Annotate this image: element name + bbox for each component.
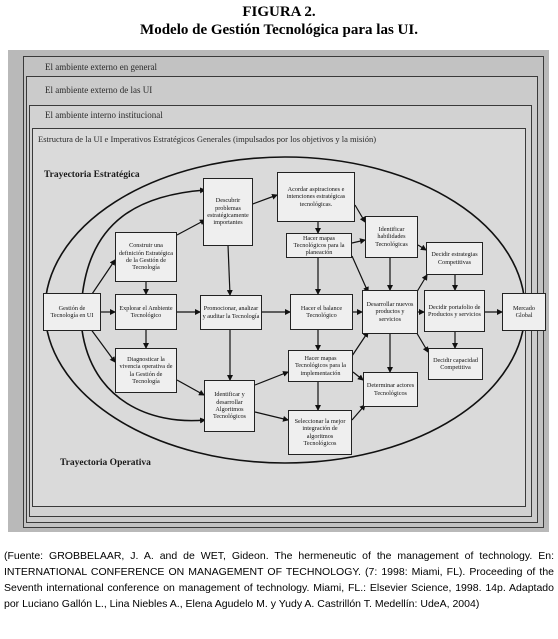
box-decidir-estrategias: Decidir estrategias Competitivas [426,242,483,275]
box-seleccionar: Seleccionar la mejor integración de algo… [288,410,352,455]
env-external-ui-label: El ambiente externo de las UI [45,85,153,95]
arrow-algoritmos-mapasimpl [254,371,289,386]
source-citation: (Fuente: GROBBELAAR, J. A. and de WET, G… [4,550,554,610]
arrow-gestion-construir [89,259,116,298]
flow-gestion-strategic [81,187,206,299]
env-internal-label: El ambiente interno institucional [45,110,163,120]
box-decidir-capacidad: Decidir capacidad Competitiva [428,348,483,380]
arrow-mapasplan-identificar [351,238,366,245]
box-algoritmos: Identificar y desarrollar Algoritmos Tec… [204,380,255,432]
trajectory-operative-label: Trayectoria Operativa [60,458,151,468]
arrow-diagnosticar-algoritmos [176,379,205,396]
arrow-seleccionar-actores [351,404,366,421]
env-general-label: El ambiente externo en general [45,62,157,72]
box-acordar: Acordar aspiraciones e intenciones estra… [277,172,355,222]
box-descubrir: Descubrir problemas estratégicamente imp… [203,178,253,246]
box-balance: Hacer el balance Tecnológico [290,294,353,330]
env-structure-label: Estructura de la UI e Imperativos Estrat… [38,134,377,144]
figure-number: FIGURA 2. [242,4,316,20]
arrow-mapasimpl-desarrollar [351,331,369,357]
box-mapas-impl: Hacer mapas Tecnológicos para la impleme… [288,350,353,382]
arrow-algoritmos-seleccionar [254,411,289,422]
box-explorar: Explorar el Ambiente Tecnológico [115,294,177,330]
box-portafolio: Decidir portafolio de Productos y servic… [424,290,485,332]
arrow-acordar-identificar [354,204,366,223]
arrow-mapasimpl-actores [352,371,364,381]
box-promocionar: Promocionar, analizar y auditar la Tecno… [200,295,262,330]
box-diagnosticar: Diagnosticar la vivencia operativa de la… [115,348,177,393]
box-gestion: Gestión de Tecnología en UI [43,293,101,331]
arrow-descubrir-acordar [249,193,278,206]
arrow-construir-descubrir [176,219,206,236]
box-identificar-hab: Identificar habilidades Tecnológicas [365,216,418,258]
arrow-descubrir-promocionar [226,244,233,296]
arrow-gestion-diagnosticar [89,327,116,363]
figure-title: Modelo de Gestión Tecnológica para las U… [140,22,418,38]
box-mercado: Mercado Global [502,293,546,331]
box-construir: Construir una definición Estratégica de … [115,232,177,282]
box-actores: Determinar actores Tecnológicos [363,372,418,407]
box-mapas-plan: Hacer mapas Tecnológicos para la planeac… [286,233,352,258]
trajectory-strategic-label: Trayectoria Estratégica [44,170,140,180]
flow-gestion-operative [81,329,206,424]
box-desarrollar: Desarrollar nuevos productos y servicios [362,290,418,334]
arrow-mapasplan-desarrollar [351,255,369,293]
arrow-identificar-estrategias [417,244,427,251]
